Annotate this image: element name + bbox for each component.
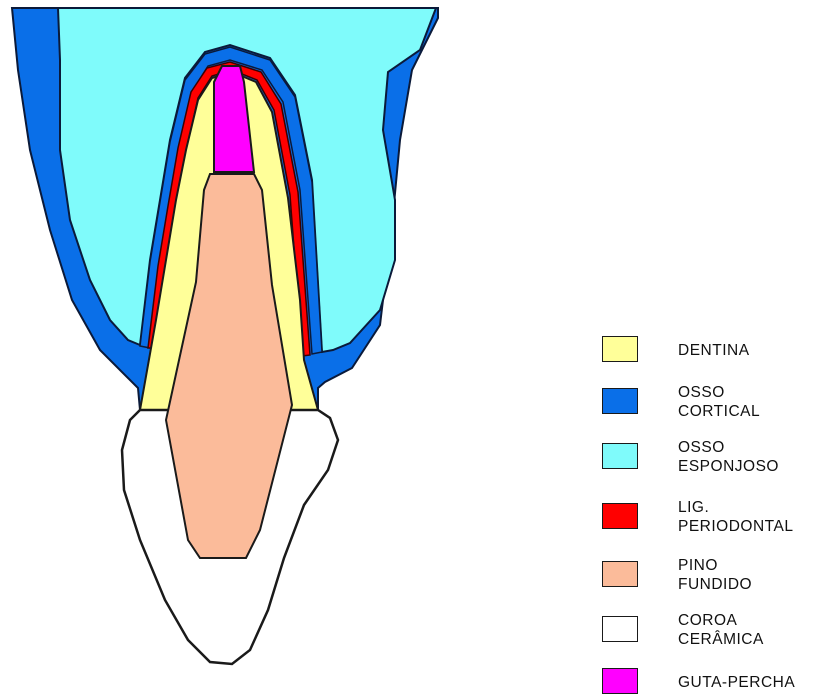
legend-swatch [602,616,638,642]
legend-label-line1: GUTA-PERCHA [678,673,795,692]
legend-swatch [602,503,638,529]
legend-swatch [602,336,638,362]
legend-label: GUTA-PERCHA [678,673,795,692]
legend-swatch [602,388,638,414]
legend-label-line2: PERIODONTAL [678,517,793,536]
legend-label-line1: OSSO [678,383,760,402]
legend-label-line1: PINO [678,556,752,575]
legend-label: LIG.PERIODONTAL [678,498,793,536]
legend-label-line2: CERÂMICA [678,630,764,649]
legend-swatch [602,561,638,587]
legend-swatch [602,443,638,469]
legend-label-line1: DENTINA [678,341,750,360]
legend-label: DENTINA [678,341,750,360]
legend-label-line2: ESPONJOSO [678,457,779,476]
legend-label-line2: FUNDIDO [678,575,752,594]
legend-swatch [602,668,638,694]
legend-label-line1: LIG. [678,498,793,517]
legend-label-line1: OSSO [678,438,779,457]
legend-label-line1: COROA [678,611,764,630]
legend-label-line2: CORTICAL [678,402,760,421]
